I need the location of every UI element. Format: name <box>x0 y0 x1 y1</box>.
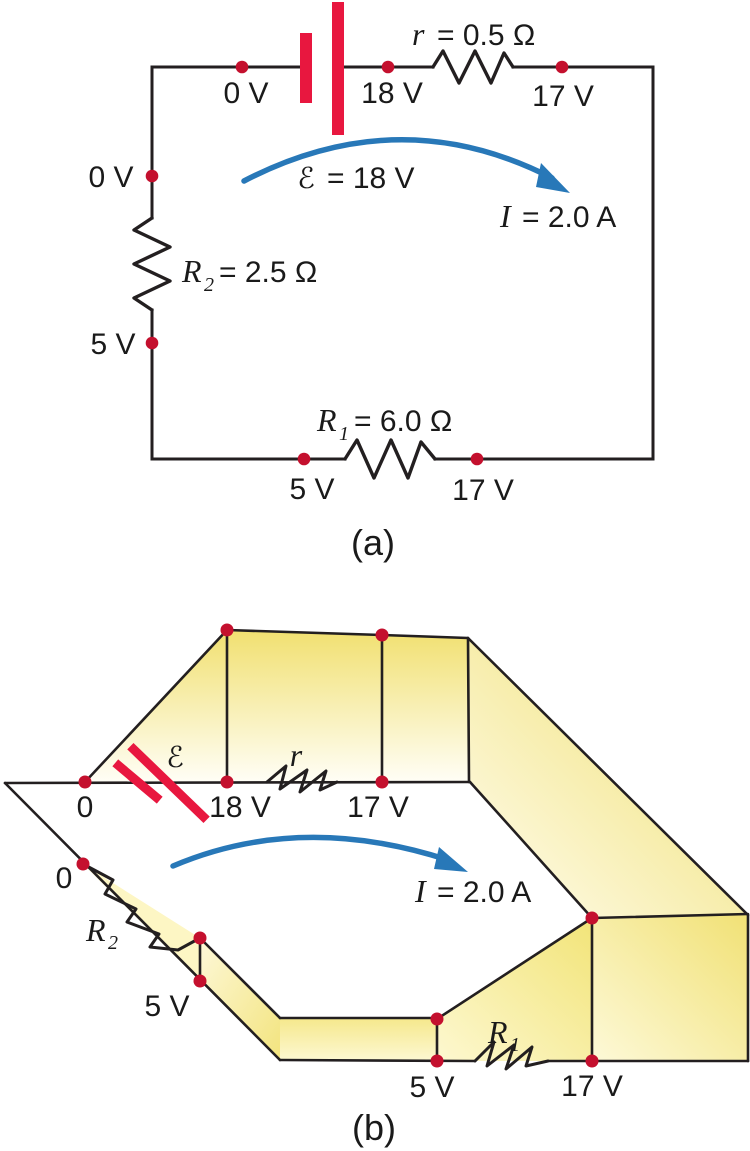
label-r-value: = 0.5 Ω <box>437 19 535 52</box>
b-label-r1-subscript: 1 <box>510 1034 520 1056</box>
label-r1-symbol: R <box>316 402 337 438</box>
b-label-5v-left: 5 V <box>144 990 189 1023</box>
b-resistor-r2-zigzag <box>81 862 202 952</box>
b-node-dot-18v-ridge <box>220 623 234 637</box>
b-node-dot-17v-floor <box>375 775 389 789</box>
b-node-dot-5v-left-floor <box>193 974 207 988</box>
b-left-floor-edge <box>3 781 282 1062</box>
label-current-value: = 2.0 A <box>522 201 616 234</box>
label-node-0v-left: 0 V <box>88 161 133 194</box>
b-label-17v-bottom: 17 V <box>561 1070 623 1103</box>
wall-left-face <box>200 938 280 1060</box>
b-back-floor-edge <box>3 780 472 785</box>
node-dot-17v-top <box>555 60 569 74</box>
resistor-r-zigzag <box>431 49 515 85</box>
b-right-ridge <box>466 636 750 917</box>
b-label-emf-symbol: ℰ <box>166 740 184 774</box>
wall-r1-ramp-face <box>437 918 592 1061</box>
b-bottom-floor-edge-left <box>278 1058 477 1063</box>
wall-bottom-slab-face <box>280 1018 437 1061</box>
wall-front-right-face <box>592 914 748 1061</box>
resistor-r2-zigzag <box>132 216 172 312</box>
label-r-symbol: r <box>412 16 425 52</box>
node-dot-0v-top <box>235 60 249 74</box>
label-node-5v-left: 5 V <box>90 328 135 361</box>
label-node-17v-bottom: 17 V <box>452 474 514 507</box>
label-emf-symbol: ℰ <box>297 161 315 195</box>
b-label-0-top: 0 <box>77 791 94 824</box>
b-resistor-r-zigzag <box>265 764 339 794</box>
label-r2-value: = 2.5 Ω <box>219 256 317 289</box>
wall-back-face <box>85 630 470 782</box>
b-node-dot-0-top <box>78 775 92 789</box>
b-label-r1-symbol: R <box>487 1014 508 1050</box>
node-dot-5v-bottom <box>297 452 311 466</box>
b-node-dot-5v-bottom-top <box>430 1012 444 1026</box>
battery-positive-plate <box>332 2 344 135</box>
b-current-arrow-arc <box>170 834 451 869</box>
node-dot-18v <box>381 60 395 74</box>
caption-panel-a: (a) <box>351 522 395 563</box>
b-label-r2-subscript: 2 <box>108 932 118 954</box>
b-label-18v: 18 V <box>209 791 271 824</box>
b-r1-ramp-top-edge <box>435 916 594 1021</box>
b-left-wall-top-edge <box>198 936 282 1020</box>
b-label-5v-bottom: 5 V <box>409 1071 454 1104</box>
current-arrow-arc <box>241 137 555 184</box>
b-node-dot-5v-left-top <box>193 931 207 945</box>
panel-a: 0 V 18 V 17 V 0 V 5 V 5 V 17 V r = 0.5 Ω… <box>88 2 655 563</box>
caption-panel-b: (b) <box>352 1107 396 1148</box>
label-node-18v: 18 V <box>361 77 423 110</box>
b-node-dot-17v-bottom-top <box>585 911 599 925</box>
b-node-dot-17v-ridge <box>375 628 389 642</box>
b-label-current-symbol: I <box>414 873 427 909</box>
b-current-arrow-head-icon <box>434 847 468 872</box>
label-r2-subscript: 2 <box>204 274 214 296</box>
current-arrow-head-icon <box>536 163 570 193</box>
b-label-r-symbol: r <box>290 737 303 773</box>
b-node-dot-18v-floor <box>220 775 234 789</box>
label-current-symbol: I <box>499 198 512 234</box>
b-label-current-value: = 2.0 A <box>437 876 531 909</box>
b-node-dot-5v-bottom-floor <box>430 1054 444 1068</box>
label-node-0v-top: 0 V <box>223 77 268 110</box>
b-label-0-left: 0 <box>56 862 73 895</box>
node-dot-0v-left <box>145 169 159 183</box>
battery-negative-plate <box>300 33 312 103</box>
label-r1-value: = 6.0 Ω <box>354 405 452 438</box>
b-vertical-back-corner <box>466 636 471 784</box>
panel-b: 0 18 V 17 V 0 5 V 5 V 17 V ℰ r R 2 R 1 I… <box>3 623 750 1148</box>
b-resistor-r1-zigzag <box>473 1040 550 1071</box>
label-node-17v-top: 17 V <box>532 80 594 113</box>
node-dot-17v-bottom <box>470 452 484 466</box>
b-battery-negative-plate <box>112 759 163 804</box>
node-dot-5v-left <box>145 336 159 350</box>
b-battery-positive-plate <box>127 742 210 824</box>
b-label-17v-back: 17 V <box>347 791 409 824</box>
resistor-r1-zigzag <box>343 438 437 480</box>
label-r2-symbol: R <box>181 253 202 289</box>
b-front-wall-top-edge <box>590 912 750 920</box>
label-r1-subscript: 1 <box>339 423 349 445</box>
b-node-dot-17v-bottom-floor <box>585 1054 599 1068</box>
b-node-dot-0-left <box>76 857 90 871</box>
b-right-floor-edge <box>468 780 594 920</box>
b-label-r2-symbol: R <box>85 912 106 948</box>
b-battery-ramp-edge <box>83 628 229 784</box>
label-node-5v-bottom: 5 V <box>289 473 334 506</box>
label-emf-value: = 18 V <box>327 162 415 195</box>
